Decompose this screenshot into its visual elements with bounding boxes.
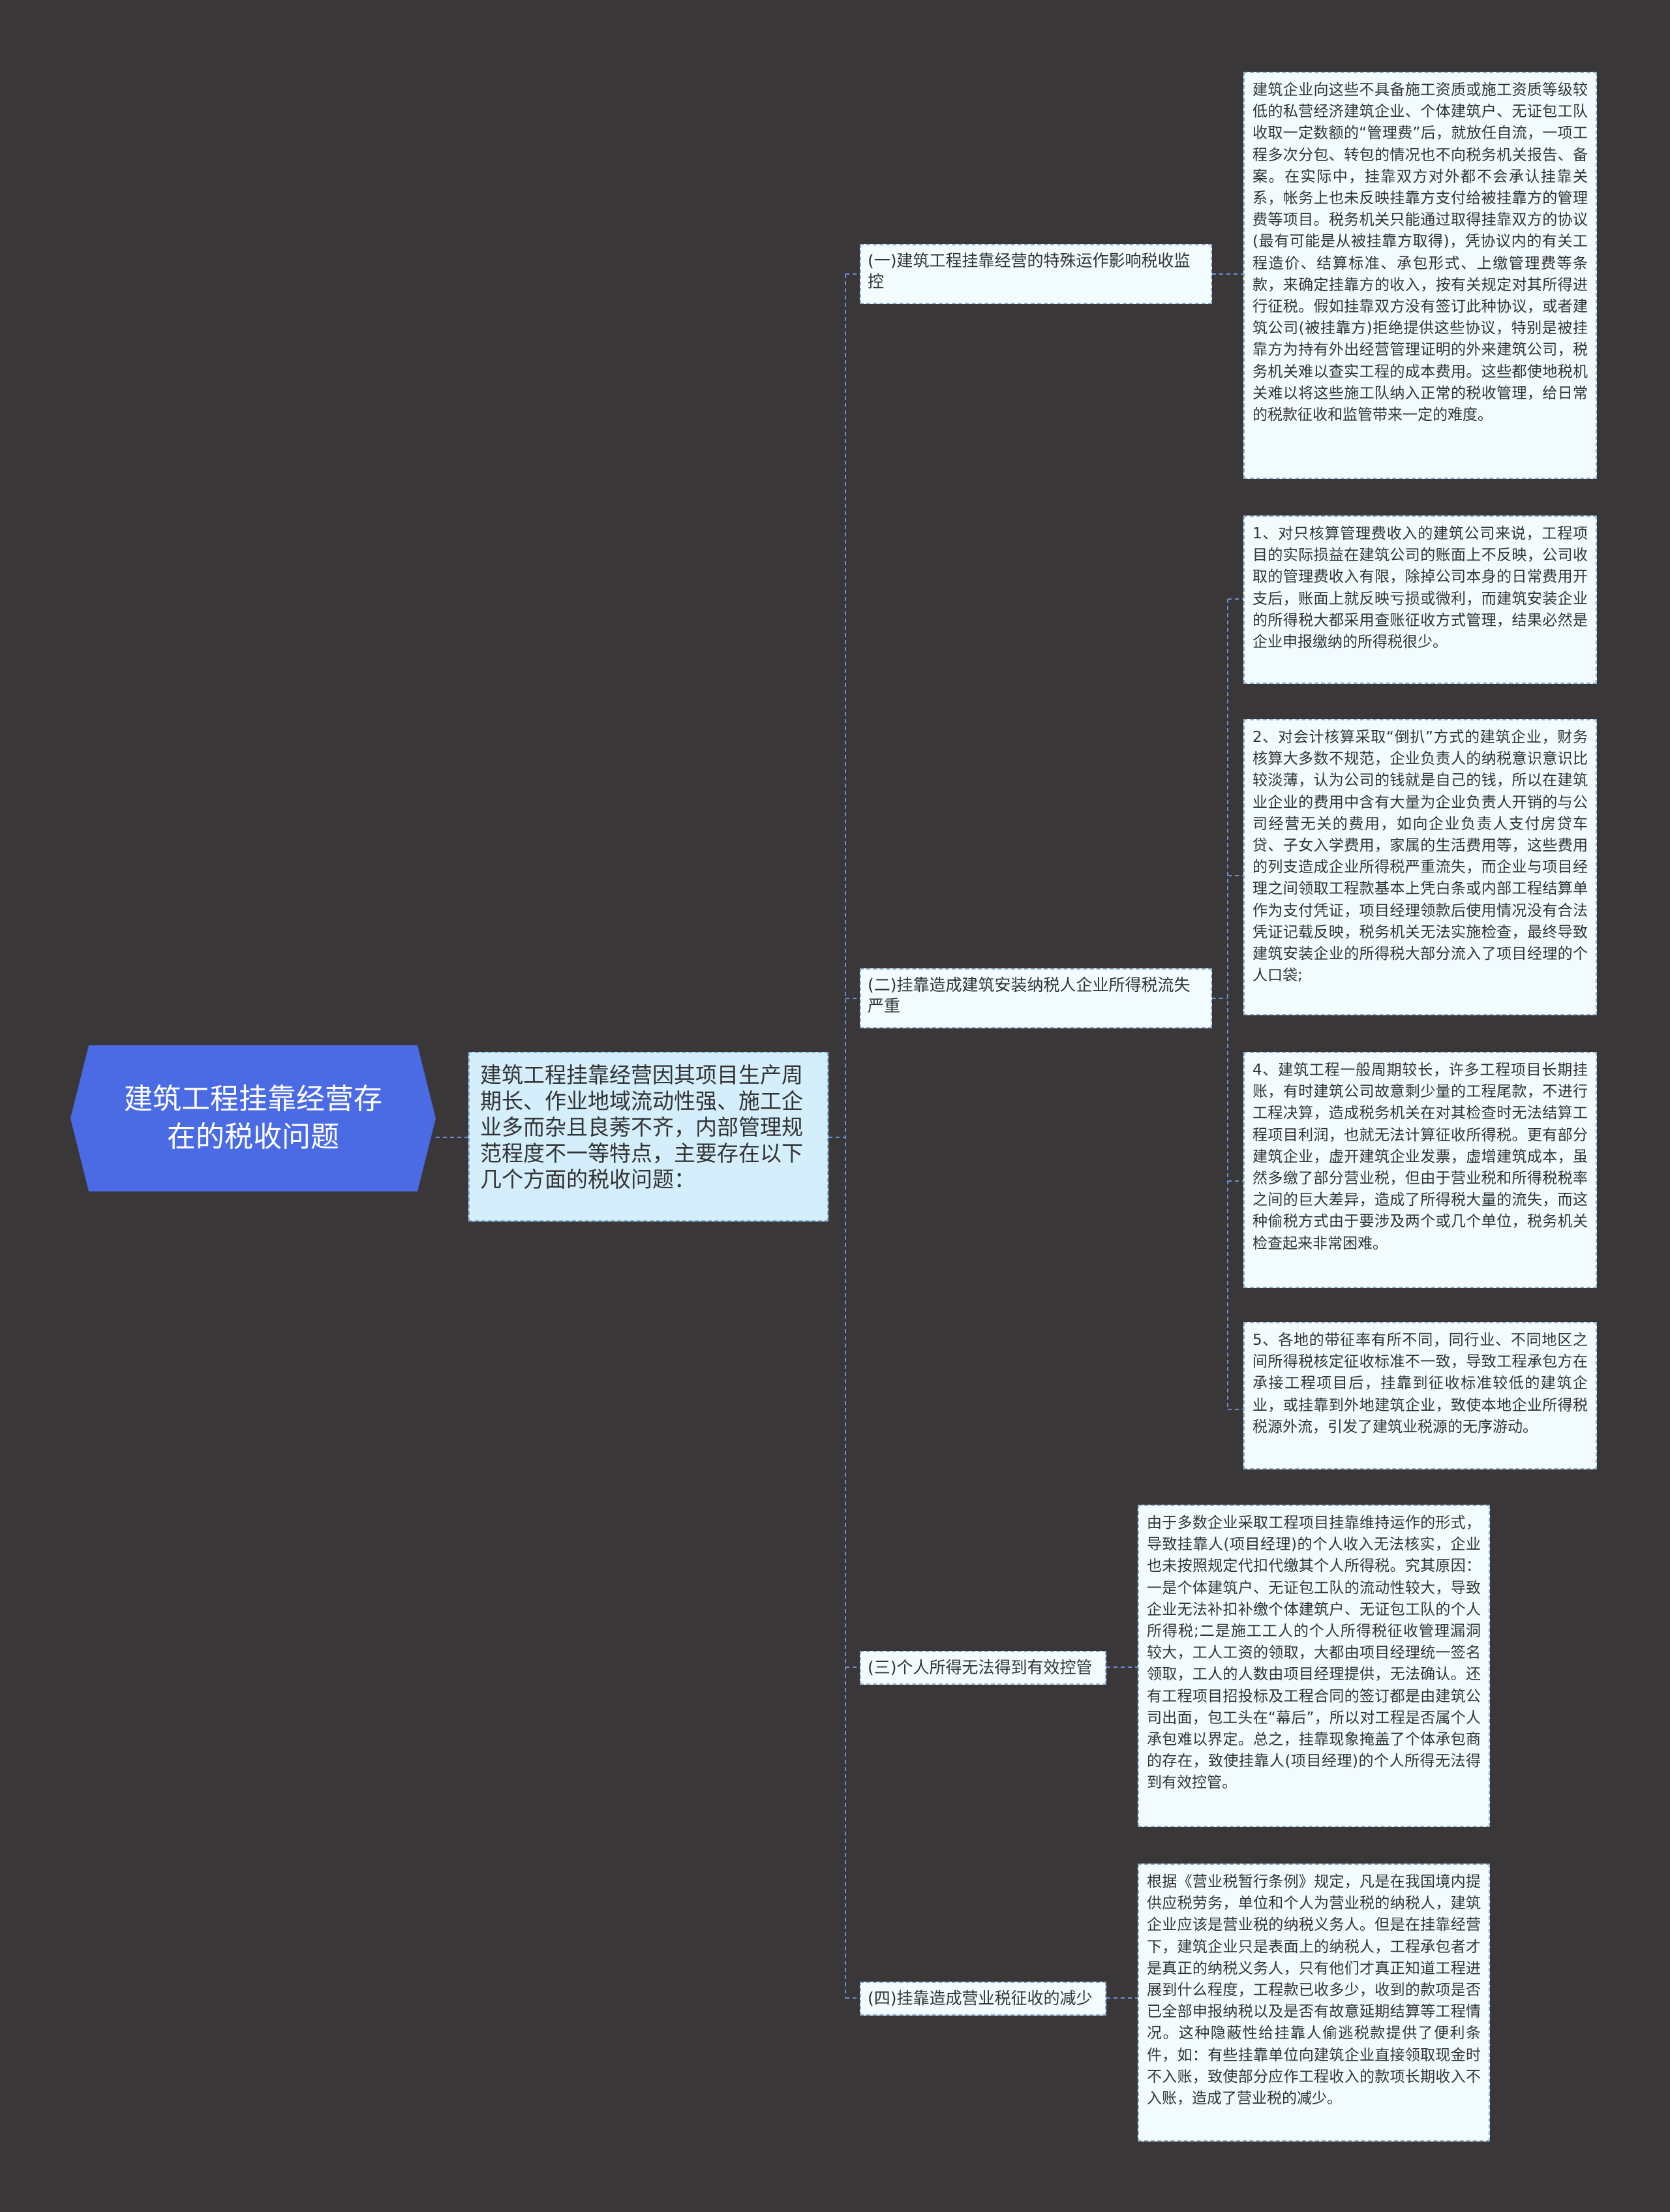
detail-text: 根据《营业税暂行条例》规定，凡是在我国境内提供应税劳务，单位和个人为营业税的纳税… — [1147, 1873, 1481, 2108]
connector-summary-branches — [828, 273, 860, 1999]
branch-title: (一)建筑工程挂靠经营的特殊运作影响税收监控 — [868, 251, 1191, 291]
connector-branch2-details — [1212, 598, 1243, 1410]
detail-node-2-3[interactable]: 4、建筑工程一般周期较长，许多工程项目长期挂账，有时建筑公司故意剩少量的工程尾款… — [1243, 1052, 1597, 1288]
branch-node-4[interactable]: (四)挂靠造成营业税征收的减少 — [860, 1982, 1106, 2016]
branch-title: (三)个人所得无法得到有效控管 — [868, 1658, 1093, 1677]
branch-title: (四)挂靠造成营业税征收的减少 — [868, 1989, 1093, 2008]
detail-node-2-4[interactable]: 5、各地的带征率有所不同，同行业、不同地区之间所得税核定征收标准不一致，导致工程… — [1243, 1322, 1597, 1469]
detail-text: 1、对只核算管理费收入的建筑公司来说，工程项目的实际损益在建筑公司的账面上不反映… — [1252, 525, 1588, 651]
detail-node-1-1[interactable]: 建筑企业向这些不具备施工资质或施工资质等级较低的私营经济建筑企业、个体建筑户、无… — [1243, 72, 1597, 479]
summary-node[interactable]: 建筑工程挂靠经营因其项目生产周期长、作业地域流动性强、施工企业多而杂且良莠不齐，… — [468, 1052, 828, 1221]
branch-title: (二)挂靠造成建筑安装纳税人企业所得税流失严重 — [868, 975, 1191, 1015]
branch-node-1[interactable]: (一)建筑工程挂靠经营的特殊运作影响税收监控 — [860, 244, 1212, 304]
branch-node-3[interactable]: (三)个人所得无法得到有效控管 — [860, 1651, 1106, 1685]
detail-text: 2、对会计核算采取“倒扒”方式的建筑企业，财务核算大多数不规范，企业负责人的纳税… — [1252, 729, 1588, 985]
branch-node-2[interactable]: (二)挂靠造成建筑安装纳税人企业所得税流失严重 — [860, 968, 1212, 1028]
detail-node-3-1[interactable]: 由于多数企业采取工程项目挂靠维持运作的形式，导致挂靠人(项目经理)的个人收入无法… — [1138, 1505, 1490, 1827]
summary-text: 建筑工程挂靠经营因其项目生产周期长、作业地域流动性强、施工企业多而杂且良莠不齐，… — [480, 1062, 803, 1192]
detail-node-4-1[interactable]: 根据《营业税暂行条例》规定，凡是在我国境内提供应税劳务，单位和个人为营业税的纳税… — [1138, 1864, 1490, 2142]
detail-text: 4、建筑工程一般周期较长，许多工程项目长期挂账，有时建筑公司故意剩少量的工程尾款… — [1252, 1062, 1588, 1252]
detail-text: 建筑企业向这些不具备施工资质或施工资质等级较低的私营经济建筑企业、个体建筑户、无… — [1252, 82, 1588, 424]
root-title: 建筑工程挂靠经营存在的税收问题 — [124, 1083, 382, 1154]
root-topic[interactable]: 建筑工程挂靠经营存在的税收问题 — [70, 1045, 436, 1191]
detail-text: 5、各地的带征率有所不同，同行业、不同地区之间所得税核定征收标准不一致，导致工程… — [1252, 1332, 1588, 1436]
detail-node-2-2[interactable]: 2、对会计核算采取“倒扒”方式的建筑企业，财务核算大多数不规范，企业负责人的纳税… — [1243, 719, 1597, 1015]
detail-text: 由于多数企业采取工程项目挂靠维持运作的形式，导致挂靠人(项目经理)的个人收入无法… — [1147, 1514, 1481, 1792]
detail-node-2-1[interactable]: 1、对只核算管理费收入的建筑公司来说，工程项目的实际损益在建筑公司的账面上不反映… — [1243, 515, 1597, 684]
